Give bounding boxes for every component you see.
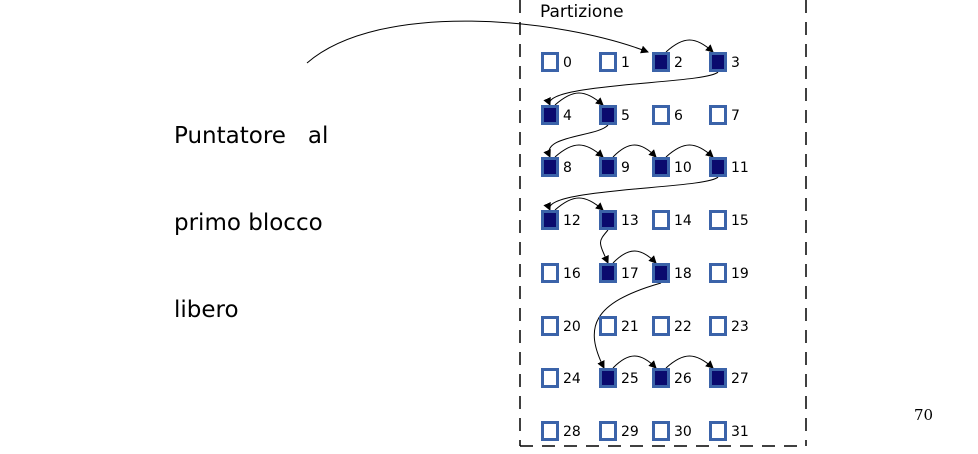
link-arrow-3-to-4 [543,71,719,106]
page-number: 70 [914,406,934,424]
block-number: 26 [674,371,692,387]
block-number: 11 [731,160,749,176]
block-number: 23 [731,319,749,335]
block-number: 9 [621,160,630,176]
block-21 [599,316,617,336]
block-number: 2 [674,55,683,71]
block-26-free-list [652,368,670,388]
link-arrow-13-to-17 [600,229,609,264]
block-23 [709,316,727,336]
block-2-free-list [652,52,670,72]
block-number: 12 [563,213,581,229]
link-arrow-12-to-13 [554,197,604,211]
block-19 [709,263,727,283]
pointer-label: Puntatore al primo blocco libero [174,64,328,354]
block-27-free-list [709,368,727,388]
block-number: 5 [621,108,630,124]
pointer-label-line-1: Puntatore al [174,123,329,149]
block-4-free-list [541,105,559,125]
link-arrow-25-to-26 [612,355,657,369]
block-number: 27 [731,371,749,387]
link-arrow-26-to-27 [665,355,714,369]
block-22 [652,316,670,336]
link-arrow-8-to-9 [554,144,604,158]
block-number: 1 [621,55,630,71]
block-14 [652,210,670,230]
link-arrow-17-to-18 [612,250,657,264]
block-number: 10 [674,160,692,176]
block-number: 0 [563,55,572,71]
block-12-free-list [541,210,559,230]
block-0 [541,52,559,72]
block-number: 31 [731,424,749,440]
block-11-free-list [709,157,727,177]
block-number: 4 [563,108,572,124]
link-arrow-2-to-3 [665,39,714,53]
block-13-free-list [599,210,617,230]
block-number: 30 [674,424,692,440]
block-17-free-list [599,263,617,283]
block-18-free-list [652,263,670,283]
block-1 [599,52,617,72]
free-list-arrows [543,39,719,369]
block-28 [541,421,559,441]
link-arrow-18-to-25 [593,282,662,369]
block-number: 8 [563,160,572,176]
pointer-label-line-3: libero [174,297,239,323]
block-number: 7 [731,108,740,124]
partition-title: Partizione [540,2,624,22]
link-arrow-10-to-11 [665,144,714,158]
block-number: 20 [563,319,581,335]
head-pointer-arrow [306,20,649,64]
block-24 [541,368,559,388]
block-8-free-list [541,157,559,177]
link-arrow-5-to-8 [543,124,609,158]
block-29 [599,421,617,441]
block-number: 15 [731,213,749,229]
block-6 [652,105,670,125]
block-number: 13 [621,213,639,229]
link-arrow-11-to-12 [543,176,719,211]
block-number: 21 [621,319,639,335]
block-10-free-list [652,157,670,177]
block-number: 28 [563,424,581,440]
block-31 [709,421,727,441]
block-number: 14 [674,213,692,229]
block-number: 3 [731,55,740,71]
block-number: 17 [621,266,639,282]
block-number: 6 [674,108,683,124]
block-20 [541,316,559,336]
block-number: 16 [563,266,581,282]
pointer-label-line-2: primo blocco [174,210,323,236]
block-number: 18 [674,266,692,282]
block-number: 19 [731,266,749,282]
block-9-free-list [599,157,617,177]
block-number: 22 [674,319,692,335]
block-25-free-list [599,368,617,388]
block-5-free-list [599,105,617,125]
block-number: 29 [621,424,639,440]
link-arrow-4-to-5 [554,92,604,106]
link-arrow-9-to-10 [612,144,657,158]
block-16 [541,263,559,283]
block-15 [709,210,727,230]
block-3-free-list [709,52,727,72]
block-number: 25 [621,371,639,387]
block-7 [709,105,727,125]
block-30 [652,421,670,441]
block-number: 24 [563,371,581,387]
